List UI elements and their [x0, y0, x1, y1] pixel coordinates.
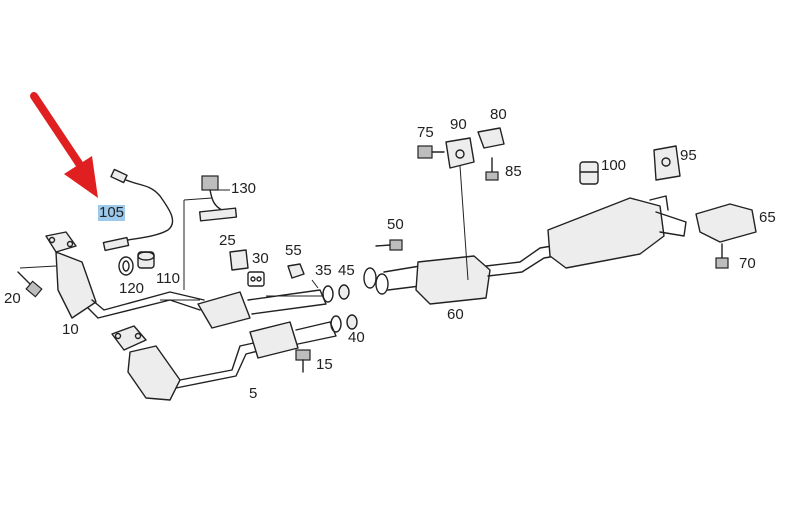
- label-100[interactable]: 100: [601, 157, 627, 174]
- label-75[interactable]: 75: [417, 124, 434, 141]
- label-40[interactable]: 40: [348, 329, 365, 346]
- part-85-bolt[interactable]: [485, 157, 499, 181]
- label-85[interactable]: 85: [505, 163, 522, 180]
- label-35[interactable]: 35: [315, 262, 332, 279]
- label-20[interactable]: 20: [4, 290, 21, 307]
- part-45-clamp[interactable]: [338, 284, 350, 300]
- part-90-rubber-mount[interactable]: [445, 137, 475, 281]
- part-35-gasket[interactable]: [322, 285, 334, 303]
- part-65-tailpipe-trim[interactable]: [695, 203, 757, 243]
- part-5-rear-catalytic-converter[interactable]: [111, 321, 337, 401]
- label-25[interactable]: 25: [219, 232, 236, 249]
- part-55-nut[interactable]: [287, 263, 305, 279]
- label-120[interactable]: 120: [119, 280, 145, 297]
- label-55[interactable]: 55: [285, 242, 302, 259]
- part-50-bolt[interactable]: [375, 239, 403, 251]
- label-130[interactable]: 130: [231, 180, 257, 197]
- part-40-clamp[interactable]: [330, 314, 358, 333]
- label-95[interactable]: 95: [680, 147, 697, 164]
- label-30[interactable]: 30: [252, 250, 269, 267]
- part-15-bolt[interactable]: [295, 349, 311, 373]
- part-25-bracket[interactable]: [229, 249, 249, 271]
- leader-lines: [19, 197, 319, 301]
- part-70-bolt[interactable]: [715, 243, 729, 269]
- label-90[interactable]: 90: [450, 116, 467, 133]
- label-110[interactable]: 110: [156, 270, 180, 287]
- label-45[interactable]: 45: [338, 262, 355, 279]
- label-65[interactable]: 65: [759, 209, 776, 226]
- part-110-sensor-nut[interactable]: [137, 251, 155, 269]
- label-10[interactable]: 10: [62, 321, 79, 338]
- label-80[interactable]: 80: [490, 106, 507, 123]
- part-95-hanger-bracket[interactable]: [653, 145, 681, 181]
- label-5[interactable]: 5: [249, 385, 258, 402]
- red-pointer-arrow: [30, 92, 98, 198]
- part-30-gasket[interactable]: [247, 271, 265, 287]
- part-100-rubber-hanger[interactable]: [579, 161, 599, 185]
- label-105-highlighted[interactable]: 105: [98, 204, 126, 221]
- part-20-bolt[interactable]: [17, 271, 43, 298]
- part-105-oxygen-sensor[interactable]: [102, 168, 174, 252]
- part-130-oxygen-sensor[interactable]: [198, 175, 238, 222]
- label-50[interactable]: 50: [387, 216, 404, 233]
- label-60[interactable]: 60: [447, 306, 464, 323]
- part-75-bolt[interactable]: [417, 145, 445, 159]
- part-80-bracket[interactable]: [477, 127, 505, 149]
- part-middle-catalytic-converter[interactable]: [197, 289, 327, 329]
- part-120-seal-ring[interactable]: [118, 256, 134, 276]
- label-15[interactable]: 15: [316, 356, 333, 373]
- part-10-front-catalytic-converter[interactable]: [45, 231, 205, 319]
- part-rear-muffler[interactable]: [547, 195, 687, 269]
- label-70[interactable]: 70: [739, 255, 756, 272]
- part-60-center-muffler[interactable]: [363, 245, 557, 305]
